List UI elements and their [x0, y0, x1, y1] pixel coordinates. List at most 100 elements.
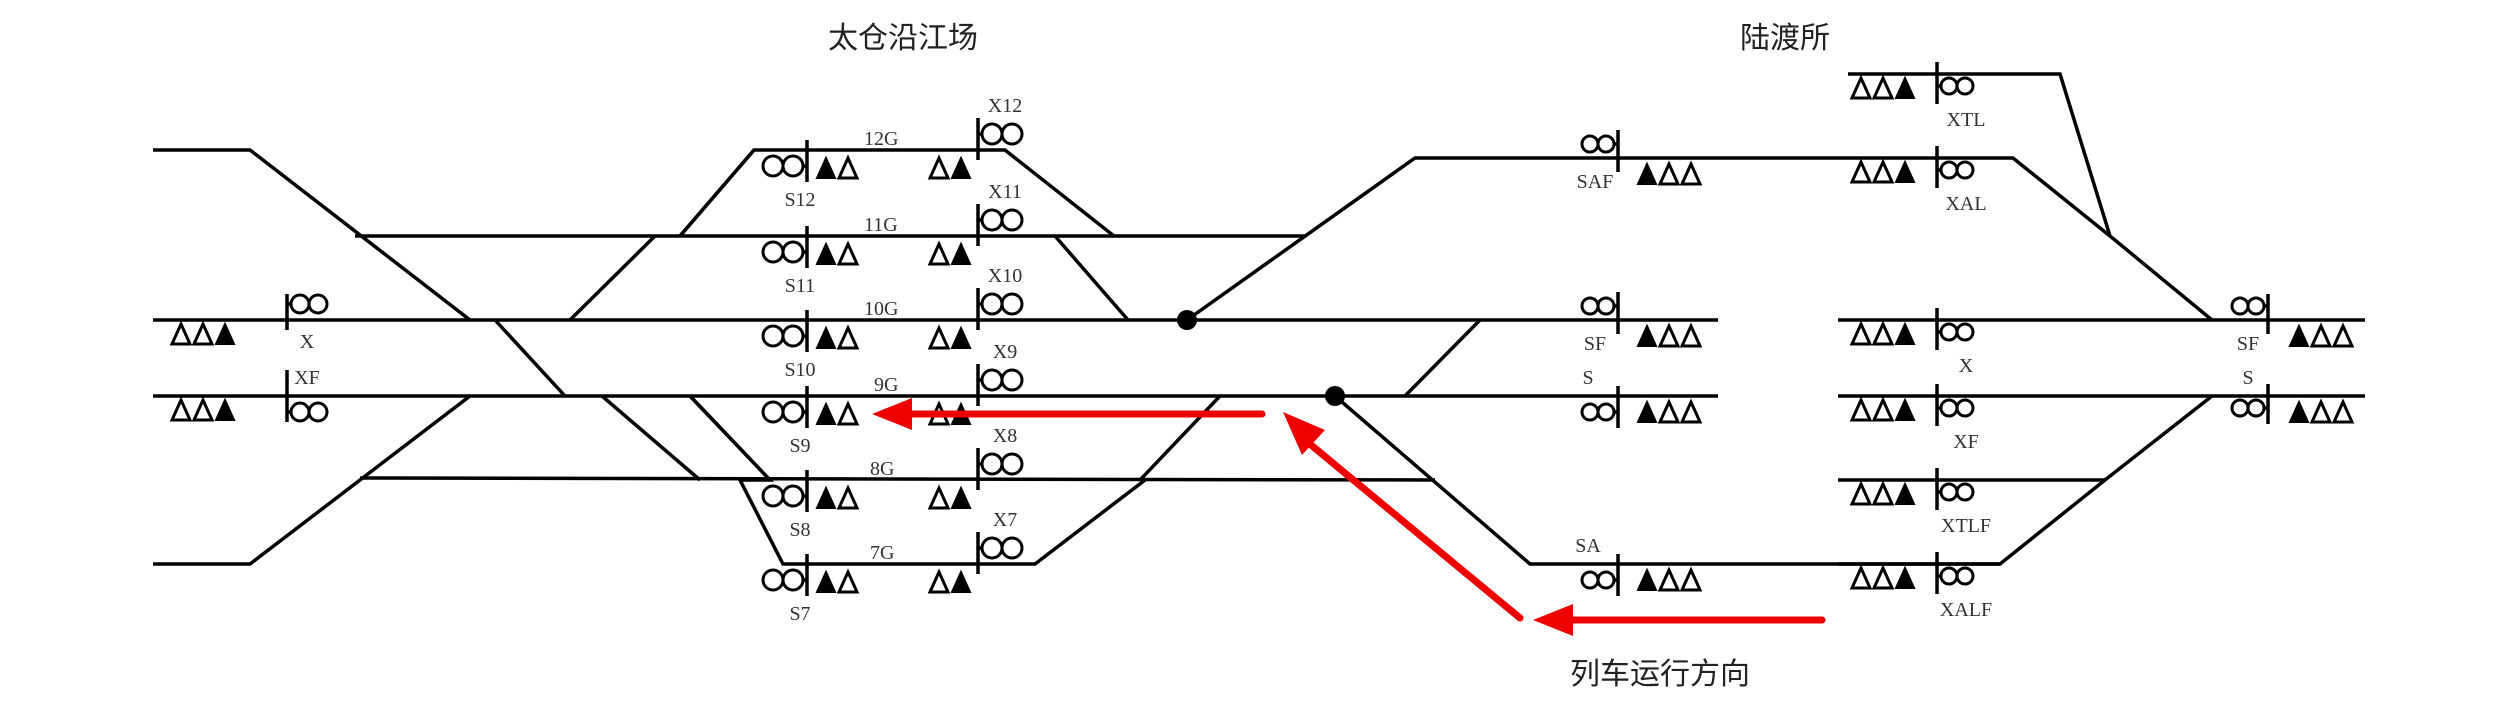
- filled-triangle-icon: [1894, 397, 1916, 421]
- track-label: 11G: [864, 214, 898, 236]
- signal-lamp-icon: [1939, 76, 1959, 96]
- open-triangle-icon: [1657, 398, 1681, 424]
- open-triangle-icon: [836, 568, 860, 594]
- signal-label: XTL: [1947, 109, 1986, 131]
- filled-triangle-icon: [1894, 159, 1916, 183]
- track-12g: [678, 148, 1116, 238]
- signal-lamp-icon: [307, 293, 329, 315]
- open-triangle-icon: [836, 484, 860, 510]
- signal-lamp-icon: [1000, 452, 1024, 476]
- signal-lamp-icon: [1596, 134, 1616, 154]
- direction-arrowhead: [1533, 604, 1573, 636]
- signal-lamp-icon: [2230, 296, 2250, 316]
- open-triangle-icon: [169, 396, 193, 422]
- signal-lamp-icon: [761, 400, 785, 424]
- open-triangle-icon: [1849, 320, 1873, 346]
- open-triangle-icon: [2309, 322, 2333, 348]
- open-triangle-icon: [1849, 396, 1873, 422]
- filled-triangle-icon: [815, 485, 837, 509]
- signal-label: X: [300, 331, 315, 353]
- station-title-ludu: 陆渡所: [1740, 21, 1830, 56]
- signal-lamp-icon: [1580, 402, 1600, 422]
- signal-lamp-icon: [1000, 122, 1024, 146]
- signal-lamp-icon: [781, 240, 805, 264]
- filled-triangle-icon: [950, 485, 972, 509]
- open-triangle-icon: [2309, 398, 2333, 424]
- track-line: [359, 476, 1436, 482]
- signal-group: XXFS12X12S11X11S10X10S9X9S8X8S7X7SAFSFSS…: [169, 62, 2355, 625]
- open-triangle-icon: [836, 324, 860, 350]
- open-triangle-icon: [1657, 566, 1681, 592]
- signal-lamp-icon: [1000, 536, 1024, 560]
- signal-lamp-icon: [1939, 566, 1959, 586]
- signal-lamp-icon: [781, 324, 805, 348]
- signal-label: X11: [988, 181, 1022, 203]
- open-triangle-icon: [1849, 158, 1873, 184]
- open-triangle-icon: [1871, 158, 1895, 184]
- open-triangle-icon: [1849, 564, 1873, 590]
- track-line: [1848, 72, 2112, 237]
- signal-lamp-icon: [980, 536, 1004, 560]
- signal-label: XAL: [1945, 193, 1986, 215]
- signal-label: XTLF: [1941, 515, 1991, 537]
- filled-triangle-icon: [950, 241, 972, 265]
- track-line: [493, 318, 567, 398]
- open-triangle-icon: [836, 154, 860, 180]
- station-title-taicang: 太仓沿江场: [828, 21, 978, 56]
- signal-lamp-icon: [980, 368, 1004, 392]
- signal-lamp-icon: [761, 568, 785, 592]
- open-triangle-icon: [1871, 320, 1895, 346]
- open-triangle-icon: [1657, 160, 1681, 186]
- track-label: 7G: [870, 542, 894, 564]
- filled-triangle-icon: [2288, 323, 2310, 347]
- signal-label: SA: [1575, 535, 1601, 557]
- signal-lamp-icon: [781, 568, 805, 592]
- signal-label: S: [1582, 367, 1593, 389]
- open-triangle-icon: [927, 484, 951, 510]
- signal-lamp-icon: [980, 292, 1004, 316]
- signal-label: X10: [988, 265, 1022, 287]
- signal-lamp-icon: [1580, 296, 1600, 316]
- signal-lamp-icon: [781, 484, 805, 508]
- signal-label: X7: [993, 509, 1017, 531]
- track-line: [1138, 394, 1222, 482]
- signal-lamp-icon: [761, 484, 785, 508]
- signal-lamp-icon: [1955, 322, 1975, 342]
- open-triangle-icon: [927, 324, 951, 350]
- track-line: [1053, 234, 1130, 322]
- signal-label: S9: [789, 435, 810, 457]
- signal-lamp-icon: [781, 154, 805, 178]
- signal-label: S8: [789, 519, 810, 541]
- track-line: [1403, 318, 1482, 398]
- filled-triangle-icon: [815, 241, 837, 265]
- open-triangle-icon: [1849, 480, 1873, 506]
- signal-lamp-icon: [980, 208, 1004, 232]
- signal-label: S11: [785, 275, 815, 297]
- open-triangle-icon: [191, 396, 215, 422]
- filled-triangle-icon: [815, 401, 837, 425]
- signal-lamp-icon: [980, 122, 1004, 146]
- signal-lamp-icon: [289, 293, 311, 315]
- signal-lamp-icon: [1955, 398, 1975, 418]
- filled-triangle-icon: [1894, 321, 1916, 345]
- signal-label: X12: [988, 95, 1022, 117]
- open-triangle-icon: [836, 240, 860, 266]
- signal-lamp-icon: [1580, 570, 1600, 590]
- track-label: 12G: [864, 128, 898, 150]
- track-line: [153, 148, 472, 322]
- open-triangle-icon: [927, 240, 951, 266]
- signal-label: SAF: [1577, 171, 1614, 193]
- signal-label: S12: [784, 189, 815, 211]
- filled-triangle-icon: [815, 325, 837, 349]
- signal-label: XALF: [1940, 599, 1992, 621]
- signal-label: X9: [993, 341, 1017, 363]
- signal-lamp-icon: [289, 401, 311, 423]
- filled-triangle-icon: [1636, 399, 1658, 423]
- signal-lamp-icon: [1955, 482, 1975, 502]
- signal-lamp-icon: [1580, 134, 1600, 154]
- filled-triangle-icon: [950, 569, 972, 593]
- direction-label: 列车运行方向: [1570, 657, 1750, 692]
- open-triangle-icon: [927, 154, 951, 180]
- track-line: [1185, 156, 2214, 322]
